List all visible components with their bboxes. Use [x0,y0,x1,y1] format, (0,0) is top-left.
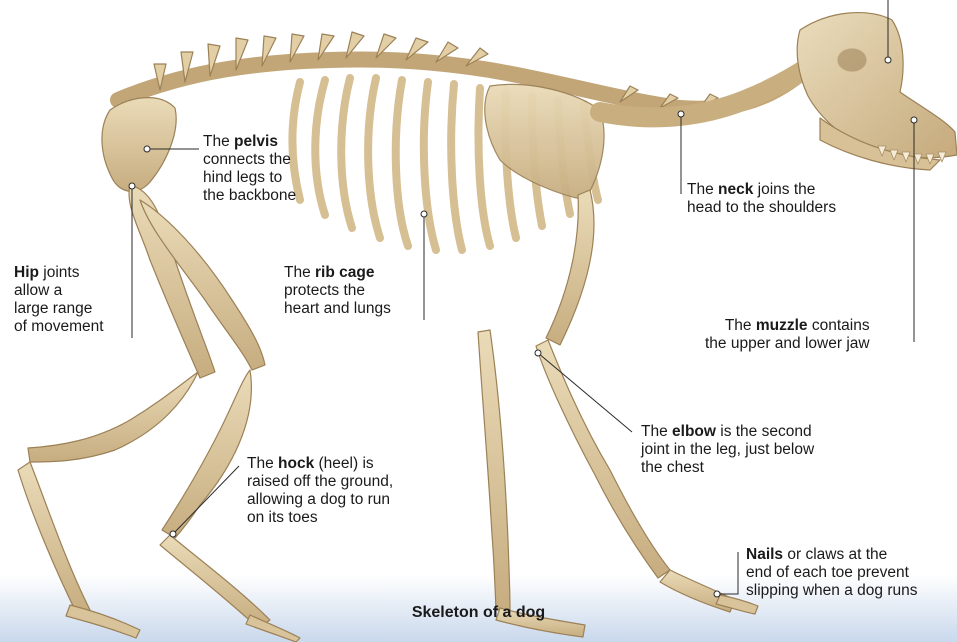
rib-cage-label-prefix: The [284,264,315,281]
pelvis-label-line2: connects the [203,151,296,169]
rib-cage-label: The rib cage protects the heart and lung… [284,264,391,318]
hock-dot [170,531,176,537]
neck-label-line2: head to the shoulders [687,199,836,217]
neck-label: The neck joins the head to the shoulders [687,181,836,217]
hock-label-term: hock [278,455,314,472]
rib-cage-label-line3: heart and lungs [284,300,391,318]
elbow-label-line3: the chest [641,459,814,477]
muzzle-dot [911,117,917,123]
elbow-leader [538,353,632,432]
neck-label-term: neck [718,181,753,198]
muzzle-label-term: muzzle [756,317,808,334]
hind-legs [18,185,270,628]
rib-cage-label-term: rib cage [315,264,374,281]
hock-label-prefix: The [247,455,278,472]
muzzle-label-suffix: contains [808,317,870,334]
backbone [118,59,805,108]
muzzle-label-prefix: The [725,317,756,334]
rib-cage-label-line2: protects the [284,282,391,300]
nails-dot [714,591,720,597]
hip-label: Hip joints allow a large range of moveme… [14,264,104,336]
hip-label-line2: allow a [14,282,104,300]
elbow-label-prefix: The [641,423,672,440]
nails-label-term: Nails [746,546,783,563]
pelvis-label-line4: the backbone [203,187,296,205]
hip-label-line3: large range [14,300,104,318]
hock-label-line3: allowing a dog to run [247,491,393,509]
pelvis-dot [144,146,150,152]
eye-socket [838,49,866,71]
hip-dot [129,183,135,189]
nails-label-line3: slipping when a dog runs [746,582,917,600]
muzzle-label: The muzzle contains the upper and lower … [705,317,870,353]
skull-dot [885,57,891,63]
pelvis-label-prefix: The [203,133,234,150]
pelvis-label: The pelvis connects the hind legs to the… [203,133,296,205]
elbow-dot [535,350,541,356]
rib-cage-dot [421,211,427,217]
hip-label-suffix: joints [39,264,80,281]
muzzle-label-line2: the upper and lower jaw [705,335,870,353]
elbow-label-line2: joint in the leg, just below [641,441,814,459]
front-legs [478,190,735,637]
neck-label-suffix: joins the [753,181,815,198]
elbow-label-term: elbow [672,423,716,440]
neck-dot [678,111,684,117]
hock-label-line4: on its toes [247,509,393,527]
diagram-caption: Skeleton of a dog [0,604,957,622]
nails-label-suffix: or claws at the [783,546,887,563]
pelvis-label-line3: hind legs to [203,169,296,187]
hock-label-line2: raised off the ground, [247,473,393,491]
hip-label-line4: of movement [14,318,104,336]
neck-label-prefix: The [687,181,718,198]
pelvis-label-term: pelvis [234,133,278,150]
elbow-label: The elbow is the second joint in the leg… [641,423,814,477]
elbow-label-suffix: is the second [716,423,812,440]
hip-label-term: Hip [14,264,39,281]
hock-label-suffix: (heel) is [314,455,373,472]
nails-label: Nails or claws at the end of each toe pr… [746,546,917,600]
shoulder-blade [485,84,604,200]
nails-label-line2: end of each toe prevent [746,564,917,582]
hock-label: The hock (heel) is raised off the ground… [247,455,393,527]
pelvis-bone [102,98,176,192]
